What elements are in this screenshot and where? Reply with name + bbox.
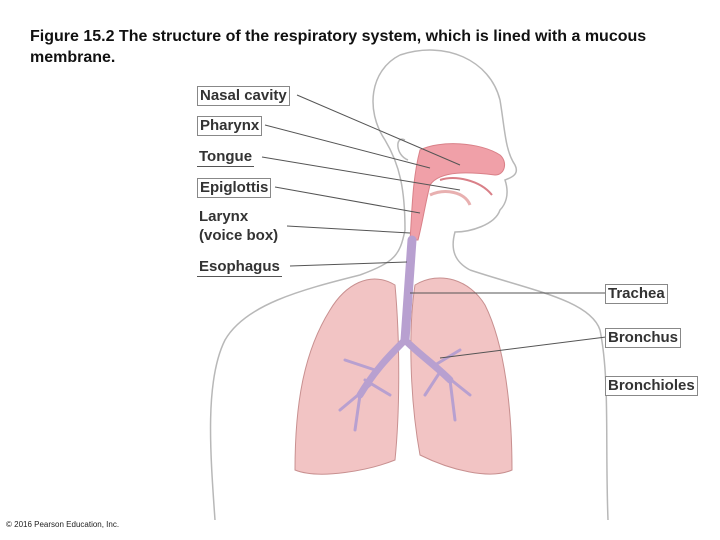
label-esophagus: Esophagus — [197, 258, 282, 277]
figure-caption: Figure 15.2 The structure of the respira… — [30, 28, 647, 66]
label-larynx: Larynx — [199, 208, 249, 225]
label-bronchioles: Bronchioles — [605, 376, 698, 396]
label-trachea: Trachea — [605, 284, 668, 304]
upper-airway — [409, 143, 506, 241]
label-larynx-note: (voice box) — [199, 227, 279, 244]
copyright-notice: © 2016 Pearson Education, Inc. — [6, 520, 120, 529]
label-pharynx: Pharynx — [197, 116, 263, 136]
body-outline — [209, 49, 609, 521]
label-bronchus: Bronchus — [605, 328, 682, 348]
label-tongue: Tongue — [197, 148, 255, 167]
label-epiglottis: Epiglottis — [197, 178, 272, 198]
label-nasal-cavity: Nasal cavity — [197, 86, 290, 106]
leader-lines — [261, 94, 607, 359]
lungs — [294, 277, 513, 475]
